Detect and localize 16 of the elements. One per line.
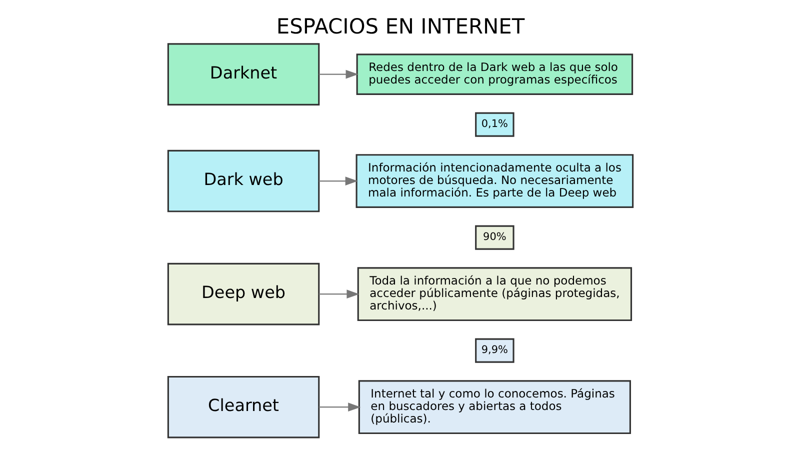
node-box: Toda la información a la que no podemos acceder públicamente (páginas protegidas, archivos,...) [356, 267, 632, 322]
node-box: Internet tal y como lo conocemos. Páginas en buscadores y abiertas a todos (públicas). [358, 380, 630, 434]
node-box: 90% [474, 225, 514, 250]
arrow [318, 176, 358, 186]
arrow [318, 402, 360, 412]
node-box: 9,9% [474, 338, 514, 363]
diagram-title: ESPACIOS EN INTERNET [276, 14, 524, 38]
node-box: Información intencionadamente oculta a los motores de búsqueda. No necesariamente mala información. Es parte de la Deep web [355, 154, 634, 208]
node-box: Dark web [166, 150, 320, 212]
node-box: Deep web [166, 262, 320, 326]
arrow [318, 290, 359, 298]
node-box: Redes dentro de la Dark web a las que solo puedes acceder con programas específicos [356, 54, 633, 95]
node-box: Darknet [166, 43, 320, 106]
node-box: Clearnet [166, 376, 320, 438]
arrow [318, 70, 358, 79]
node-box: 0,1% [474, 112, 514, 137]
